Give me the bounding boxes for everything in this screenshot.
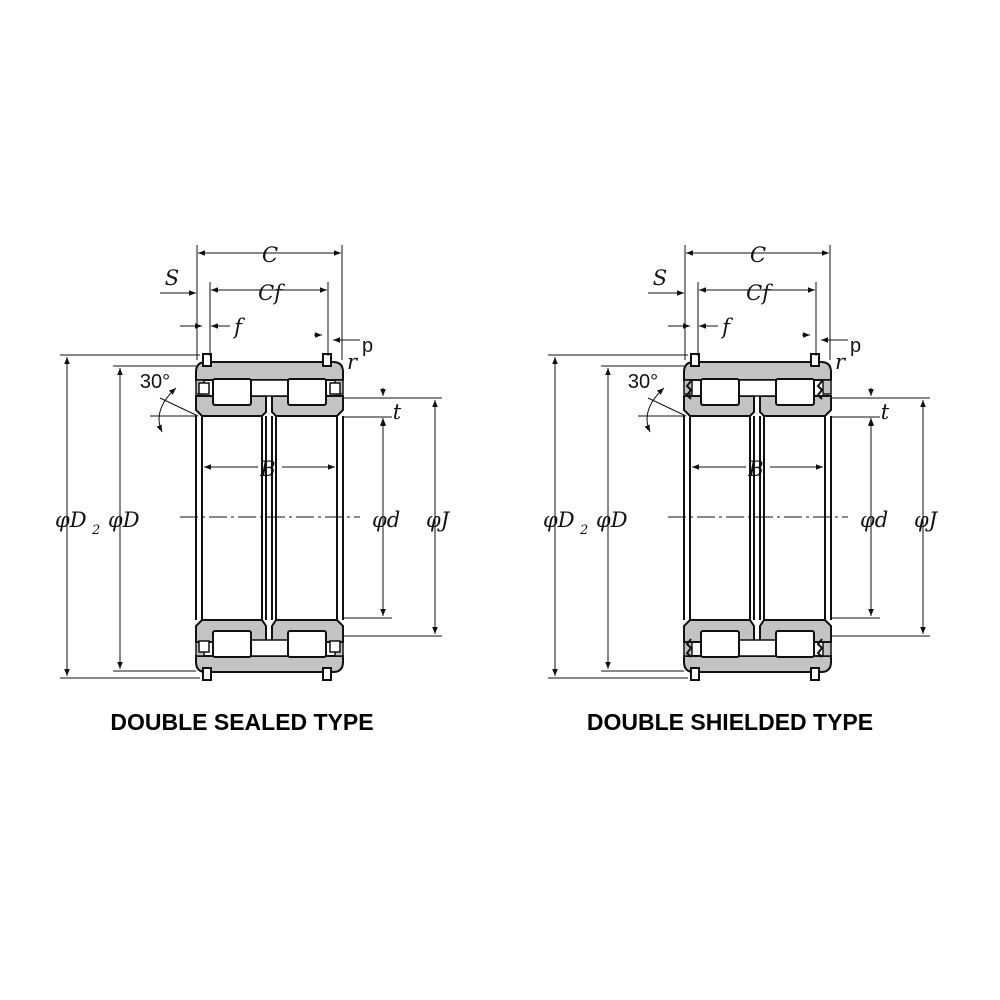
label-D: φD — [596, 508, 628, 532]
cylindrical-roller — [212, 378, 252, 406]
roller-spacer-bottom — [737, 639, 777, 657]
label-p: p — [850, 335, 861, 357]
cylindrical-roller — [775, 630, 815, 658]
outer-ring-side — [822, 641, 832, 657]
cylindrical-roller — [212, 630, 252, 658]
label-p: p — [362, 335, 373, 357]
cylindrical-roller — [700, 378, 740, 406]
double-shielded-bearing-diagram: C Cf Sf pr 30° φD 2 φD φd φJ tB DOUBLE SHIELDED TYP… — [543, 243, 939, 735]
label-t: t — [393, 400, 402, 424]
seal — [329, 640, 341, 653]
label-f: f — [720, 315, 733, 339]
angle-line — [159, 397, 199, 417]
label-D2: φD — [543, 508, 575, 532]
label-r: r — [347, 350, 359, 374]
label-D: φD — [108, 508, 140, 532]
label-Cf: Cf — [746, 281, 773, 305]
snap-ring — [202, 667, 212, 681]
shield — [685, 380, 693, 400]
diagram-title: DOUBLE SEALED TYPE — [110, 709, 373, 735]
double-sealed-bearing-diagram: C Cf Sf pr 30° φD 2 φD φd φJ tB DOUBLE SEALED TYPE — [55, 243, 451, 735]
label-C: C — [750, 243, 766, 267]
shield — [816, 380, 824, 400]
seal — [198, 382, 210, 395]
snap-ring — [690, 667, 700, 681]
label-D2: φD — [55, 508, 87, 532]
label-angle-30: 30° — [628, 371, 658, 393]
seal — [198, 640, 210, 653]
label-t: t — [881, 400, 890, 424]
cylindrical-roller — [700, 630, 740, 658]
diagram-title: DOUBLE SHIELDED TYPE — [587, 709, 873, 735]
outer-ring-bottom — [683, 655, 832, 673]
label-S: S — [653, 266, 667, 290]
snap-ring — [202, 353, 212, 367]
cylindrical-roller — [775, 378, 815, 406]
snap-ring — [322, 667, 332, 681]
shield — [816, 638, 824, 658]
shield — [685, 638, 693, 658]
roller-spacer-top — [249, 379, 289, 397]
outer-ring-top — [683, 361, 832, 381]
label-D2-subscript: 2 — [91, 523, 100, 538]
label-S: S — [165, 266, 179, 290]
label-C: C — [262, 243, 278, 267]
snap-ring — [322, 353, 332, 367]
snap-ring — [810, 353, 820, 367]
outer-ring-top — [195, 361, 344, 381]
roller-spacer-bottom — [249, 639, 289, 657]
snap-ring — [810, 667, 820, 681]
roller-spacer-top — [737, 379, 777, 397]
label-D2-subscript: 2 — [579, 523, 588, 538]
cylindrical-roller — [287, 630, 327, 658]
label-d: φd — [372, 508, 400, 532]
label-angle-30: 30° — [140, 371, 170, 393]
label-B: B — [259, 457, 275, 481]
angle-line — [647, 397, 687, 417]
outer-ring-bottom — [195, 655, 344, 673]
label-B: B — [747, 457, 763, 481]
label-f: f — [232, 315, 245, 339]
snap-ring — [690, 353, 700, 367]
outer-ring-side — [822, 379, 832, 395]
angle-arc — [644, 387, 665, 433]
angle-arc — [156, 387, 177, 433]
cylindrical-roller — [287, 378, 327, 406]
label-r: r — [835, 350, 847, 374]
label-Cf: Cf — [258, 281, 285, 305]
label-d: φd — [860, 508, 888, 532]
seal — [329, 382, 341, 395]
label-J: φJ — [426, 508, 451, 532]
label-J: φJ — [914, 508, 939, 532]
